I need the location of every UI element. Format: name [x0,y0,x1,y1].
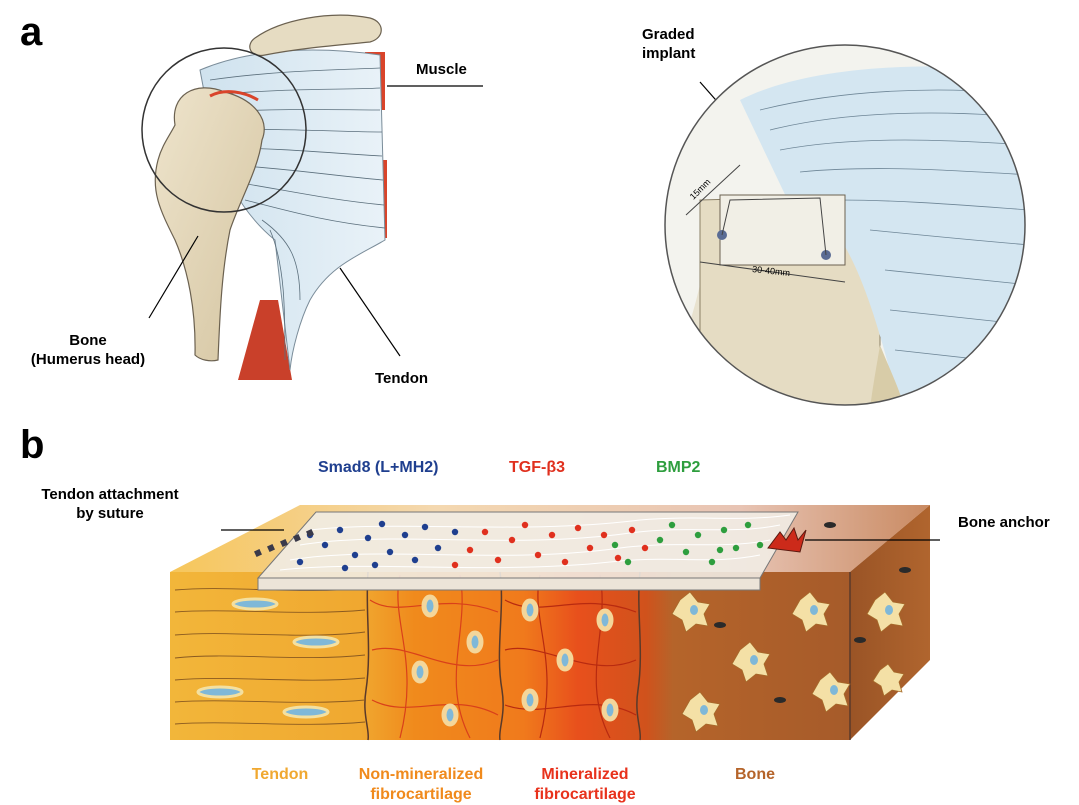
zone-nonmin-label-2: fibrocartilage [336,785,506,804]
zone-min-label-1: Mineralized [510,765,660,784]
zone-tendon-label: Tendon [220,765,340,784]
zone-min-label-2: fibrocartilage [510,785,660,804]
zone-bone-label: Bone [700,765,810,784]
implant-slab-front [258,578,760,590]
zone-nonmin-label-1: Non-mineralized [336,765,506,784]
